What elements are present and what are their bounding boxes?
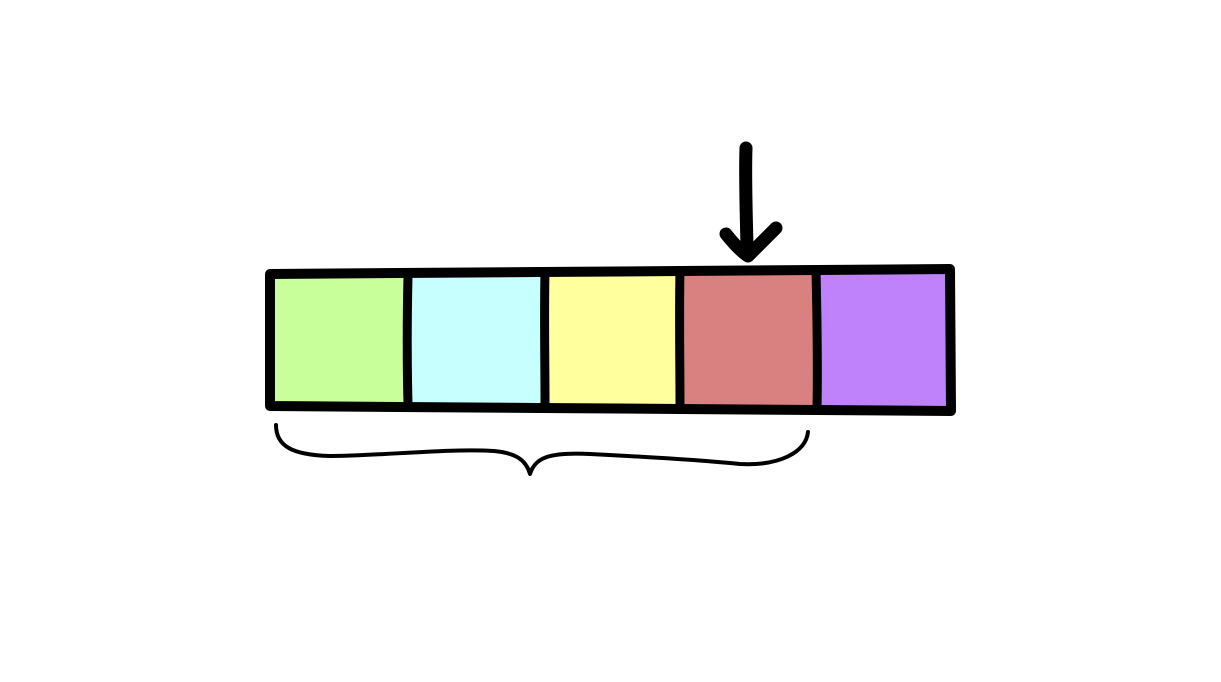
array-cell-1 (408, 273, 545, 408)
curly-brace-icon (274, 423, 810, 476)
array-outline (265, 264, 956, 416)
array-cell-2 (545, 273, 680, 408)
array-cells (270, 273, 950, 408)
array-cell-4 (817, 273, 950, 408)
cell-divider-4 (811, 265, 822, 413)
cell-divider-1 (402, 271, 413, 409)
arrow-down-icon (719, 141, 783, 263)
array-cell-0 (270, 273, 408, 408)
array-cell-3 (680, 273, 817, 408)
cell-dividers (402, 265, 822, 413)
